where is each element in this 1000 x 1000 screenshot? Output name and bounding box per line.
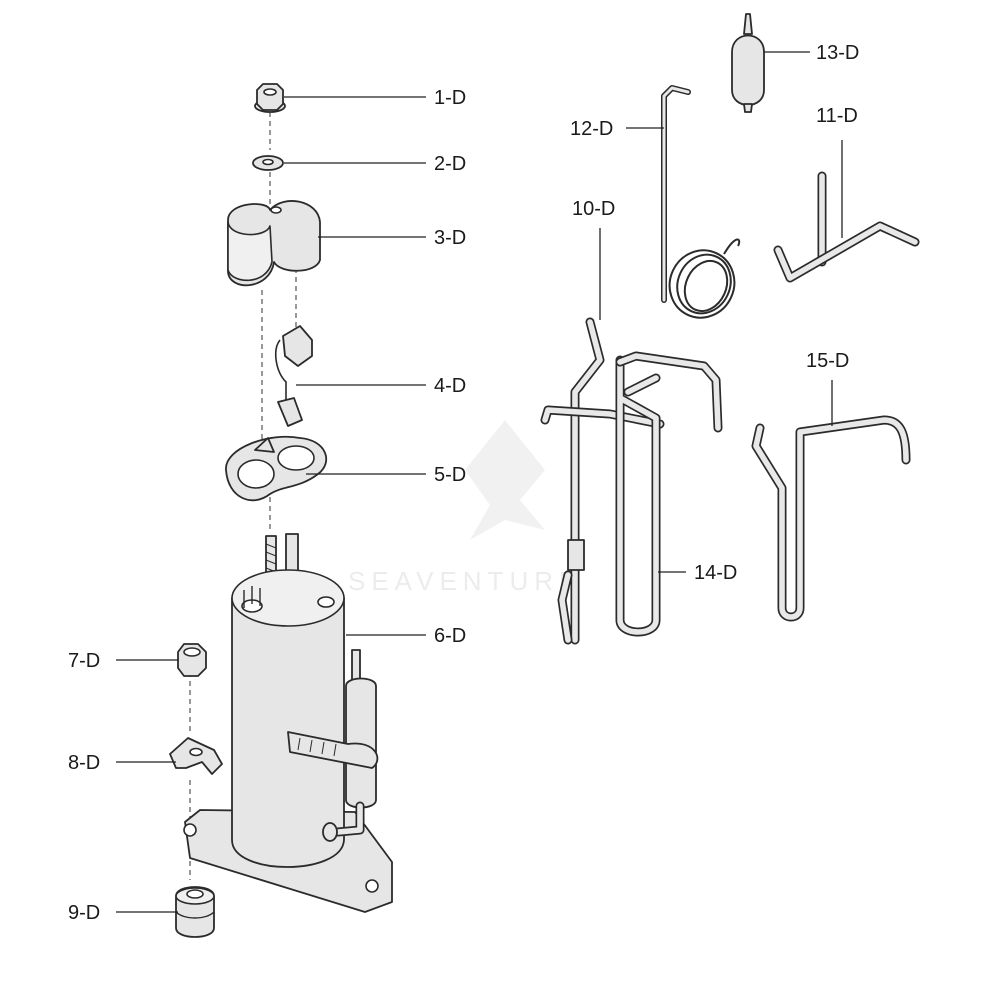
callout-8-D: 8-D [68,752,100,774]
watermark-text: SEAVENTURE [348,566,582,596]
callout-9-D: 9-D [68,902,100,924]
mount-bracket-icon [169,737,223,775]
discharge-pipe-assembly-icon [615,351,723,637]
callout-3-D: 3-D [434,227,466,249]
callout-10-D: 10-D [572,198,615,220]
callout-15-D: 15-D [806,350,849,372]
callout-6-D: 6-D [434,625,466,647]
callout-2-D: 2-D [434,153,466,175]
callout-4-D: 4-D [434,375,466,397]
callout-13-D: 13-D [816,42,859,64]
compressor-icon [183,569,393,913]
rubber-grommet-icon [175,886,215,938]
callout-labels: 1-D 2-D 3-D 4-D 5-D 6-D 7-D 8-D 9-D 10-D… [68,42,859,924]
callout-11-D: 11-D [816,105,858,127]
terminal-cover-icon [227,200,321,287]
capillary-tube-icon [661,85,741,319]
return-pipe-icon [751,415,911,622]
mount-nut-icon [177,643,207,677]
callout-5-D: 5-D [434,464,466,486]
bent-pipe-icon [773,171,920,283]
callout-7-D: 7-D [68,650,100,672]
washer-icon [252,155,284,171]
leader-lines [116,51,843,913]
callout-1-D: 1-D [434,87,466,109]
callout-12-D: 12-D [570,118,613,140]
flange-nut-icon [254,83,286,113]
terminal-gasket-icon [225,435,328,502]
terminal-wire-clip-icon [274,325,313,427]
suction-pipe-icon [540,317,665,645]
watermark: SEAVENTURE [348,420,582,596]
callout-14-D: 14-D [694,562,737,584]
strainer-icon [731,13,765,113]
